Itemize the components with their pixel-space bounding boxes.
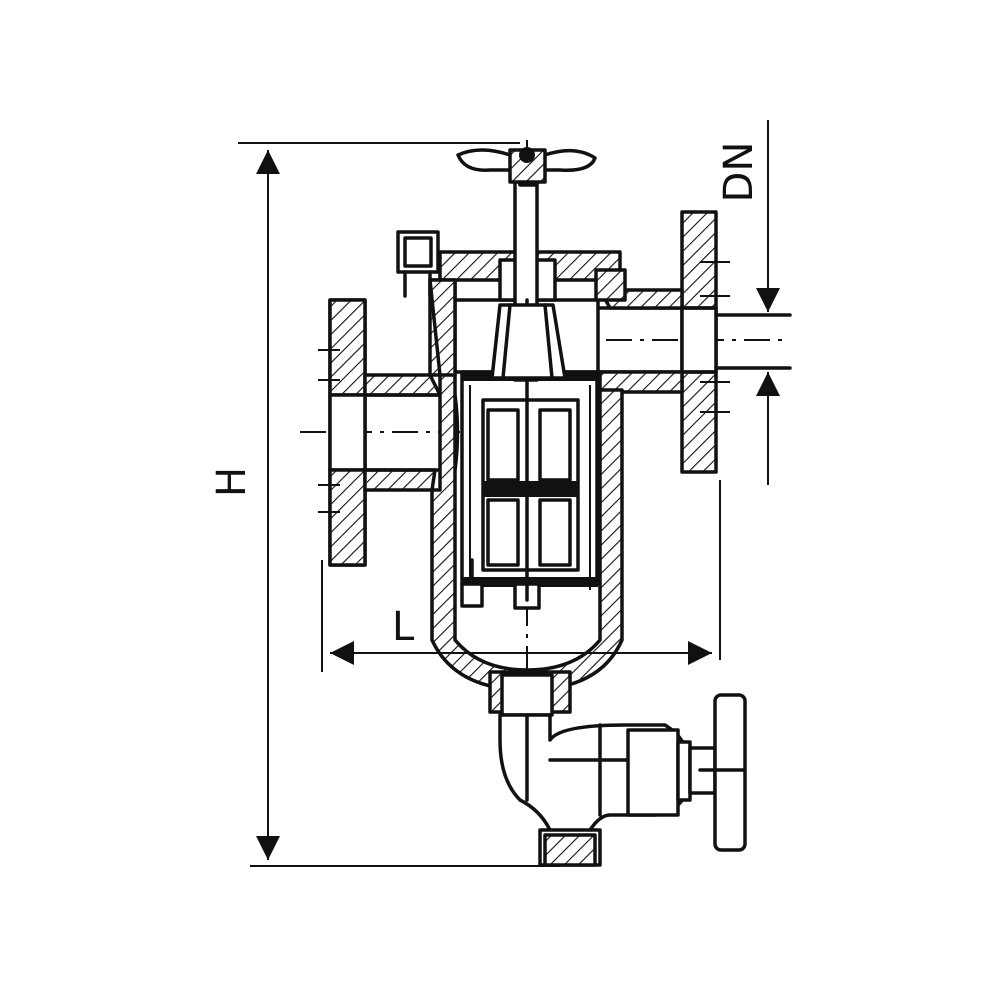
dimension-l: L [321,480,721,672]
cover-bolt [396,230,440,298]
outlet-flange [598,210,792,474]
dimension-h-label: H [209,467,255,497]
drain-valve [488,670,717,867]
dimension-dn: DN [716,120,780,485]
stem-assembly [490,178,567,602]
top-handwheel[interactable] [456,147,597,187]
drain-handwheel[interactable] [698,693,747,852]
filter-cartridge [460,370,599,610]
centerlines [300,140,790,690]
dimension-h: H [209,142,560,867]
dimension-dn-label: DN [716,142,762,203]
dimension-l-label: L [392,604,415,650]
